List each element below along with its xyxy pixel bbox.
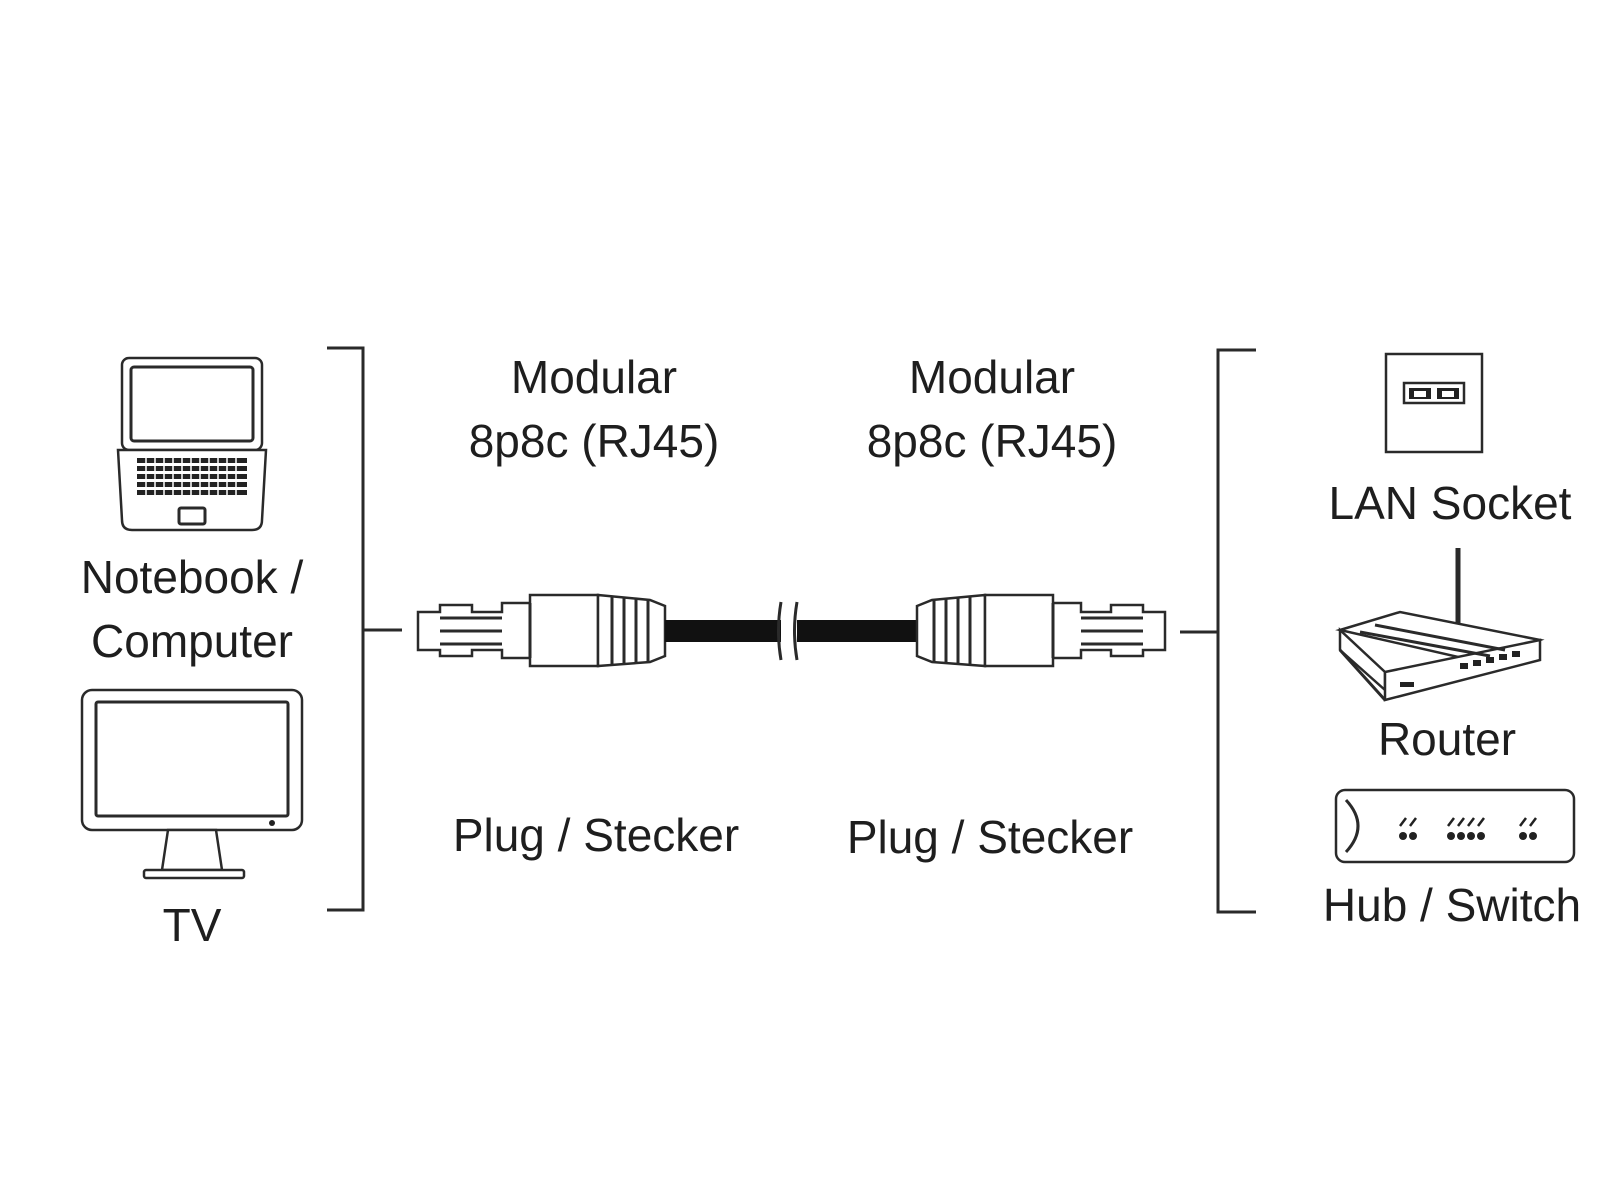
right-connector-type-line1: Modular bbox=[908, 351, 1076, 403]
left-bracket bbox=[327, 346, 402, 912]
lan-socket-label: LAN Socket bbox=[1328, 477, 1572, 529]
left-connector-kind: Plug / Stecker bbox=[452, 809, 740, 861]
router-icon bbox=[1335, 548, 1545, 702]
tv-label: TV bbox=[162, 899, 222, 951]
notebook-label-line2: Computer bbox=[91, 615, 293, 667]
rj45-plug-left-icon bbox=[416, 593, 667, 668]
right-bracket bbox=[1180, 348, 1256, 914]
rj45-plug-right-icon bbox=[915, 593, 1167, 668]
monitor-icon bbox=[80, 688, 304, 880]
notebook-label-line1: Notebook / bbox=[80, 551, 304, 603]
left-connector-type-line1: Modular bbox=[510, 351, 678, 403]
network-cable bbox=[665, 601, 917, 661]
router-label: Router bbox=[1377, 713, 1517, 765]
laptop-icon bbox=[116, 356, 268, 532]
wall-socket-icon bbox=[1384, 352, 1484, 454]
right-connector-kind: Plug / Stecker bbox=[846, 811, 1134, 863]
hub-switch-label: Hub / Switch bbox=[1322, 879, 1582, 931]
switch-icon bbox=[1334, 788, 1576, 864]
left-connector-type-line2: 8p8c (RJ45) bbox=[468, 415, 720, 467]
right-connector-type-line2: 8p8c (RJ45) bbox=[866, 415, 1118, 467]
